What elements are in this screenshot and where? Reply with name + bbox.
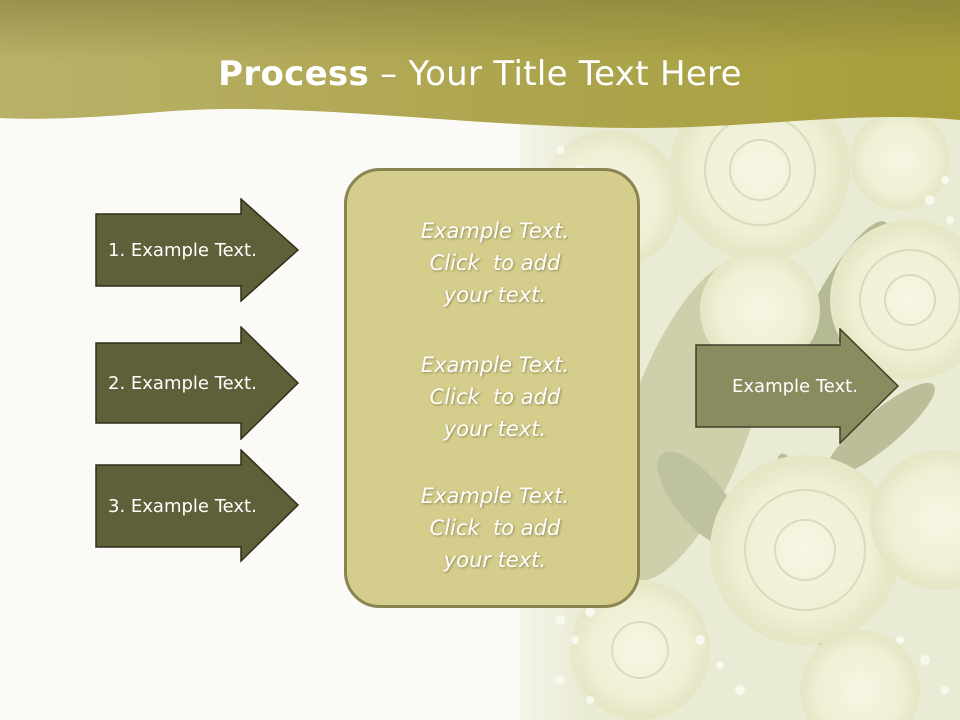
step-arrow-2-label: 2. Example Text. [108, 372, 257, 394]
step-arrow-3-shape [95, 449, 300, 563]
center-block-1-line-1: Example Text. [420, 219, 570, 243]
step-arrow-2-shape [95, 326, 300, 440]
center-block-3-line-3: your text. [443, 548, 547, 572]
step-arrow-1-shape [95, 198, 300, 302]
center-text-block-1: Example Text. Click to add your text. [347, 215, 643, 311]
result-arrow-label: Example Text. [732, 375, 858, 397]
step-arrow-3[interactable]: 3. Example Text. [95, 449, 301, 563]
center-block-3-line-1: Example Text. [420, 484, 570, 508]
center-text-block-3: Example Text. Click to add your text. [347, 480, 643, 576]
center-block-3-line-2: Click to add [429, 516, 561, 540]
center-text-box[interactable]: Example Text. Click to add your text. Ex… [344, 168, 640, 608]
center-block-1-line-3: your text. [443, 283, 547, 307]
center-text-block-2: Example Text. Click to add your text. [347, 349, 643, 445]
center-block-2-line-2: Click to add [429, 385, 561, 409]
result-arrow[interactable]: Example Text. [695, 328, 901, 444]
step-arrow-3-label: 3. Example Text. [108, 495, 257, 517]
step-arrow-1-label: 1. Example Text. [108, 239, 257, 261]
step-arrow-1[interactable]: 1. Example Text. [95, 198, 301, 302]
step-arrow-2[interactable]: 2. Example Text. [95, 326, 301, 440]
center-block-2-line-1: Example Text. [420, 353, 570, 377]
center-block-2-line-3: your text. [443, 417, 547, 441]
center-block-1-line-2: Click to add [429, 251, 561, 275]
slide-title[interactable]: Process – Your Title Text Here [0, 52, 960, 96]
title-bold: Process [218, 54, 370, 94]
result-arrow-shape [695, 328, 900, 444]
title-rest: – Your Title Text Here [369, 54, 742, 94]
